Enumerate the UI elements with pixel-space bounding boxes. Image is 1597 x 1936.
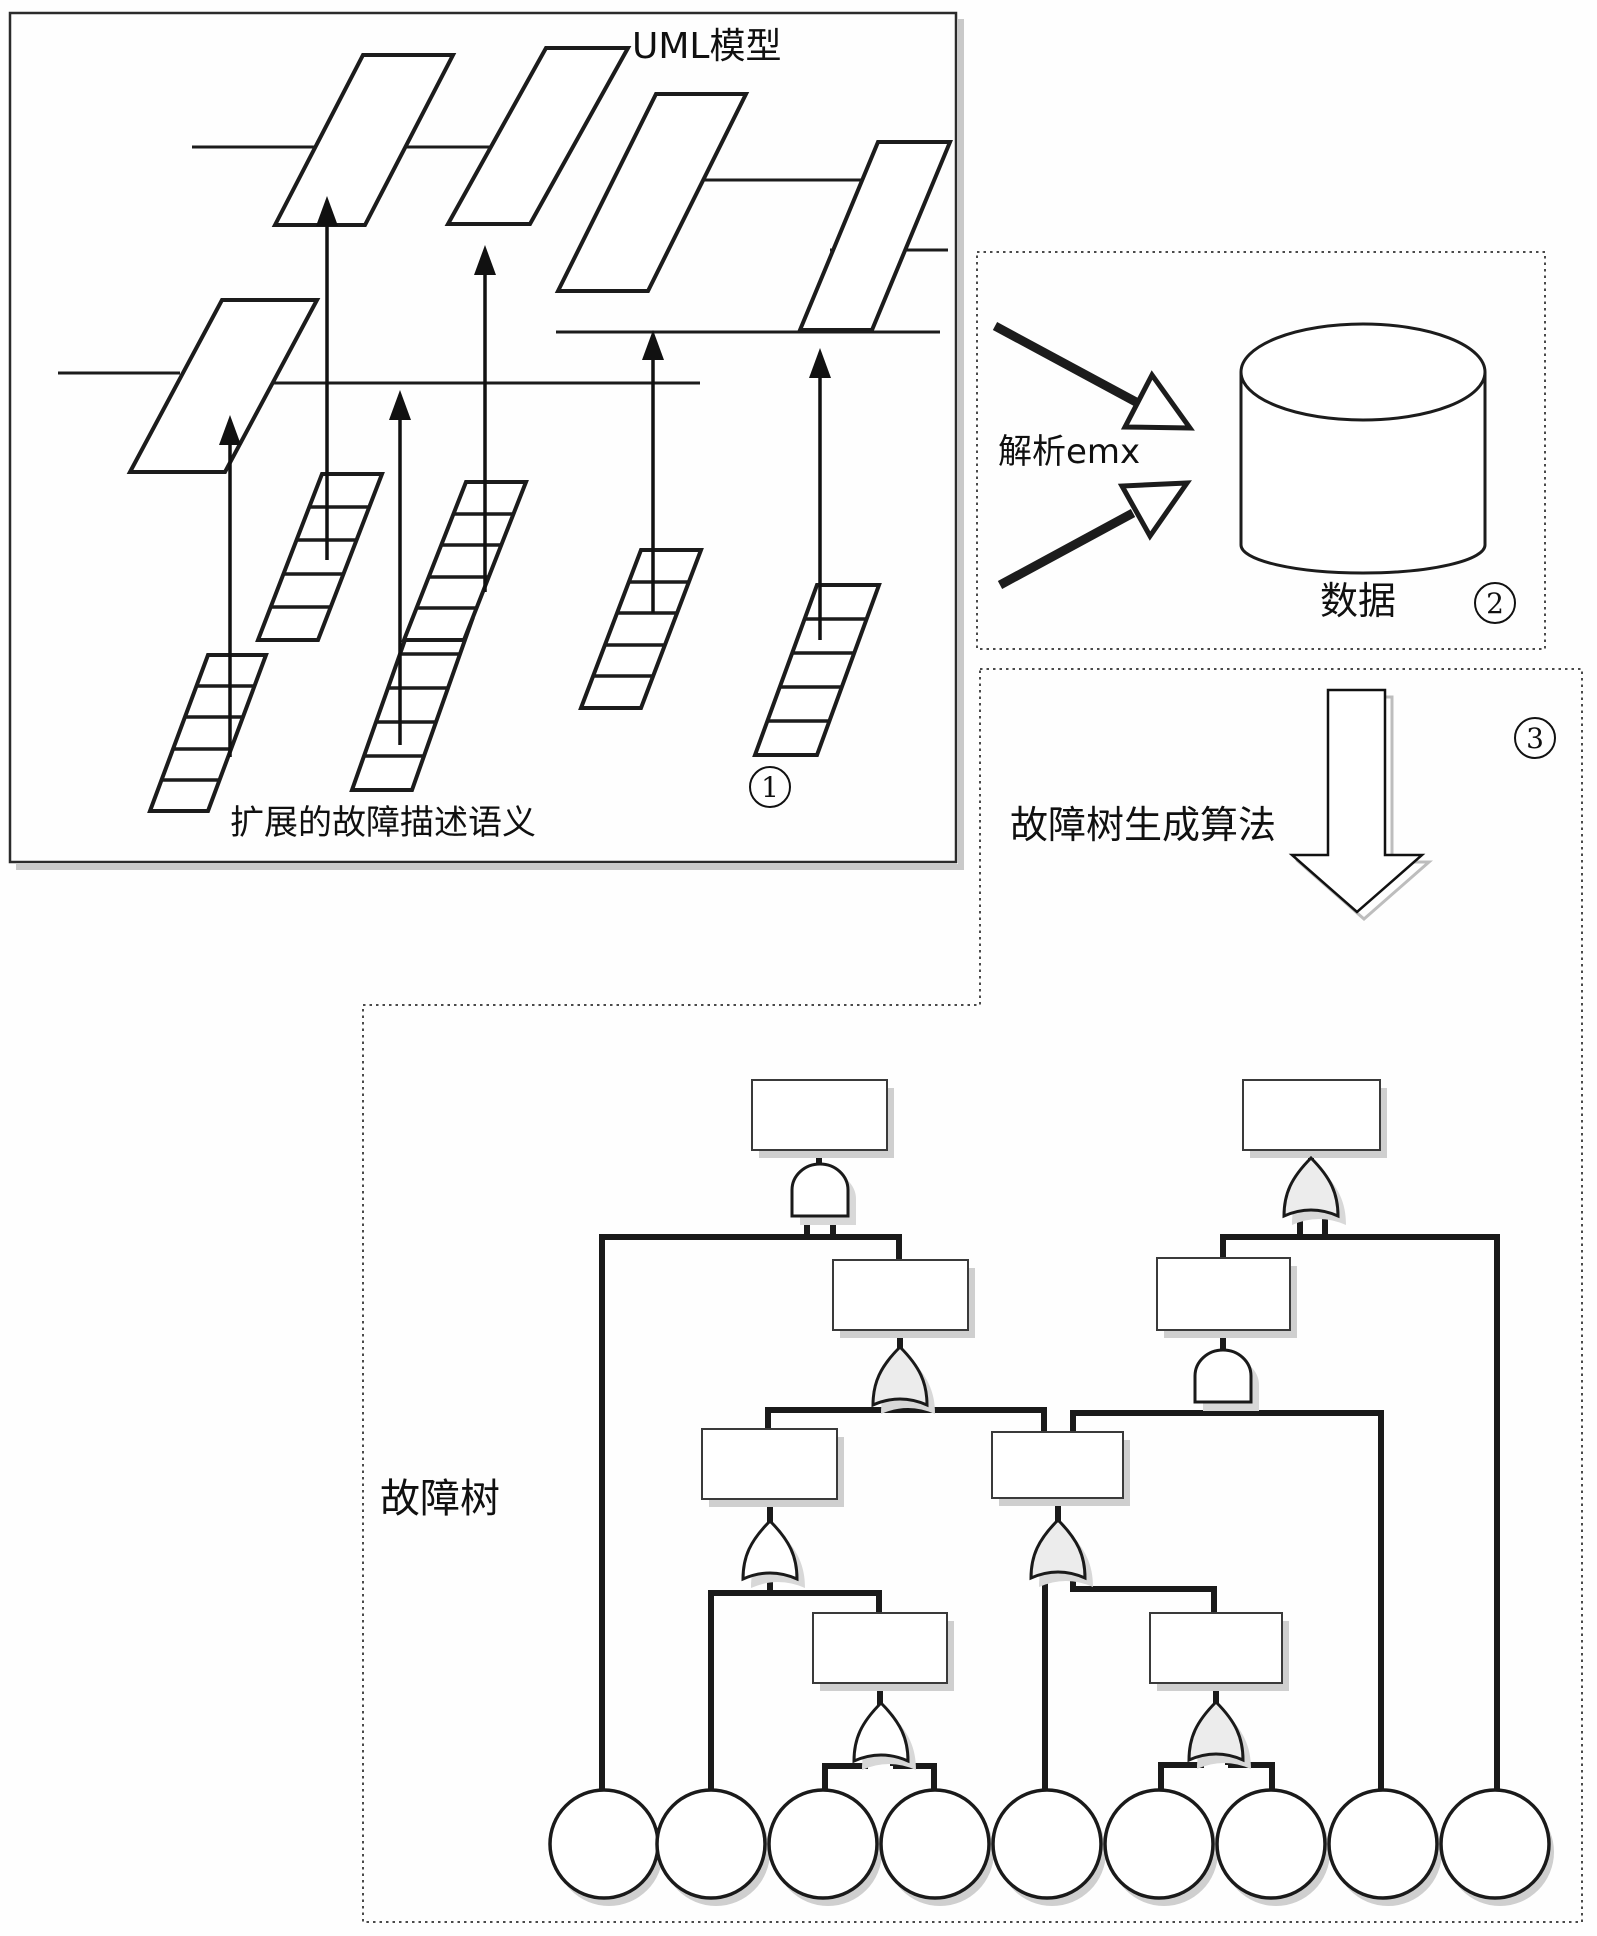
parse-emx-box: 解析emx 数据 2	[976, 251, 1546, 650]
basic-event-circle	[879, 1788, 991, 1900]
basic-event-circle	[548, 1788, 660, 1900]
gates	[741, 1155, 1340, 1764]
uml-class-card	[554, 92, 750, 293]
big-down-arrow-icon	[1288, 688, 1426, 914]
algorithm-label: 故障树生成算法	[1010, 803, 1276, 847]
connector-to-event2	[708, 1590, 882, 1790]
top-event-rect-left	[751, 1079, 888, 1151]
and-gate	[790, 1162, 850, 1218]
basic-event-circle	[1215, 1788, 1327, 1900]
intermediate-event-rect	[812, 1612, 948, 1684]
database-icon	[1239, 322, 1487, 575]
uml-attribute-card	[752, 583, 882, 757]
arrow-head-icon	[1120, 370, 1195, 431]
uml-dependency-arrows	[219, 196, 831, 757]
or-gate	[741, 1518, 799, 1582]
intermediate-event-rect	[832, 1259, 969, 1331]
uml-attribute-card	[578, 548, 704, 710]
connector-b1-children	[765, 1407, 1047, 1434]
box1-shadow-right	[958, 19, 964, 870]
uml-attribute-card	[255, 472, 385, 642]
uml-attribute-card	[349, 618, 475, 792]
fault-tree-label: 故障树	[380, 1476, 500, 1522]
step-badge-3: 3	[1514, 717, 1556, 759]
parse-arrow-lower	[997, 480, 1192, 589]
connector-to-event4	[893, 1763, 937, 1790]
or-gate	[852, 1700, 910, 1764]
or-gate	[1282, 1155, 1340, 1219]
uml-class-card	[271, 53, 457, 227]
connector-g6-right	[1070, 1568, 1217, 1615]
data-label: 数据	[1320, 579, 1396, 623]
basic-event-circle	[1327, 1788, 1439, 1900]
step-badge-2-number: 2	[1486, 587, 1504, 620]
connector-to-event8	[1070, 1410, 1384, 1790]
parse-emx-label: 解析emx	[998, 432, 1140, 472]
step-badge-1-number: 1	[761, 771, 779, 804]
up-arrow-icon	[642, 330, 664, 613]
uml-attribute-card	[147, 653, 269, 813]
uml-attribute-card	[401, 480, 529, 642]
connector-to-event1	[599, 1234, 902, 1790]
fault-tree-graph	[548, 1079, 1554, 1906]
event-rects	[701, 1079, 1381, 1684]
connector-to-event9	[1220, 1234, 1500, 1790]
or-gate	[1187, 1699, 1245, 1763]
uml-class-card	[444, 46, 632, 226]
up-arrow-icon	[316, 196, 338, 560]
basic-events	[548, 1788, 1554, 1906]
uml-class-card	[797, 140, 953, 332]
basic-event-circle	[1103, 1788, 1215, 1900]
step-badge-3-number: 3	[1526, 722, 1544, 755]
box1-shadow-bottom	[16, 864, 964, 870]
uml-box-caption: 扩展的故障描述语义	[230, 803, 536, 843]
intermediate-event-rect	[1156, 1257, 1291, 1331]
uml-model-box: UML模型 扩展的故障描述语义 1	[8, 11, 964, 870]
step-badge-2: 2	[1474, 582, 1516, 624]
up-arrow-icon	[474, 245, 496, 592]
box1-border	[8, 11, 958, 864]
basic-event-circle	[991, 1788, 1103, 1900]
uml-class-card	[126, 298, 321, 474]
connector-to-event7	[1228, 1762, 1275, 1790]
uml-attribute-cards	[147, 472, 882, 813]
intermediate-event-rect	[701, 1428, 838, 1500]
up-arrow-icon	[809, 348, 831, 640]
intermediate-event-rect	[1149, 1612, 1283, 1684]
basic-event-circle	[1439, 1788, 1551, 1900]
intermediate-event-rect	[991, 1431, 1124, 1499]
basic-event-circle	[655, 1788, 767, 1900]
top-event-rect-right	[1242, 1079, 1381, 1151]
and-gate	[1193, 1348, 1253, 1404]
or-gate	[871, 1344, 929, 1408]
fault-tree-box: 故障树生成算法 3 故障树	[362, 668, 1583, 1923]
parse-arrow-upper	[992, 322, 1195, 431]
connector-to-event6	[1158, 1762, 1204, 1790]
box2-border	[976, 251, 1546, 650]
connector-to-event3	[822, 1763, 868, 1790]
uml-box-title: UML模型	[632, 26, 781, 67]
up-arrow-icon	[219, 415, 241, 757]
step-badge-1: 1	[749, 766, 791, 808]
uml-class-cards	[126, 46, 953, 474]
arrow-head-icon	[1117, 480, 1192, 541]
basic-event-circle	[767, 1788, 879, 1900]
or-gate	[1029, 1517, 1087, 1581]
up-arrow-icon	[389, 390, 411, 745]
